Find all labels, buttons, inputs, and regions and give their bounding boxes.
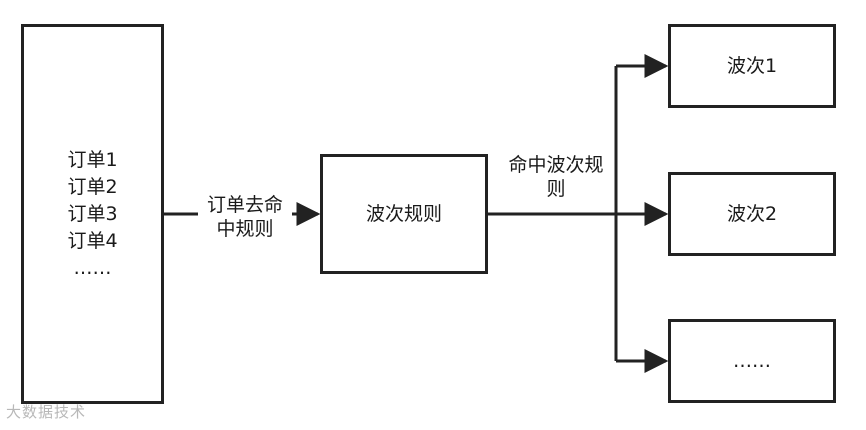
order-line: 订单2	[67, 175, 118, 198]
edge-left-label: 订单去命中规则	[198, 193, 292, 241]
wave-box-1: 波次1	[668, 24, 836, 108]
wave-label: 波次2	[726, 202, 778, 225]
wave-rule-label: 波次规则	[365, 202, 442, 225]
edge-right-label: 命中波次规则	[500, 153, 612, 201]
order-line: 订单4	[67, 229, 118, 252]
wave-box-ellipsis: ……	[668, 319, 836, 403]
orders-box: 订单1 订单2 订单3 订单4 ……	[21, 24, 164, 404]
wave-label: ……	[733, 349, 771, 372]
wave-label: 波次1	[726, 54, 778, 77]
order-line: 订单3	[67, 202, 118, 225]
wave-box-2: 波次2	[668, 172, 836, 256]
wave-rule-box: 波次规则	[320, 154, 488, 274]
watermark: 大数据技术	[6, 403, 87, 421]
order-ellipsis: ……	[73, 256, 112, 279]
order-line: 订单1	[67, 148, 118, 171]
